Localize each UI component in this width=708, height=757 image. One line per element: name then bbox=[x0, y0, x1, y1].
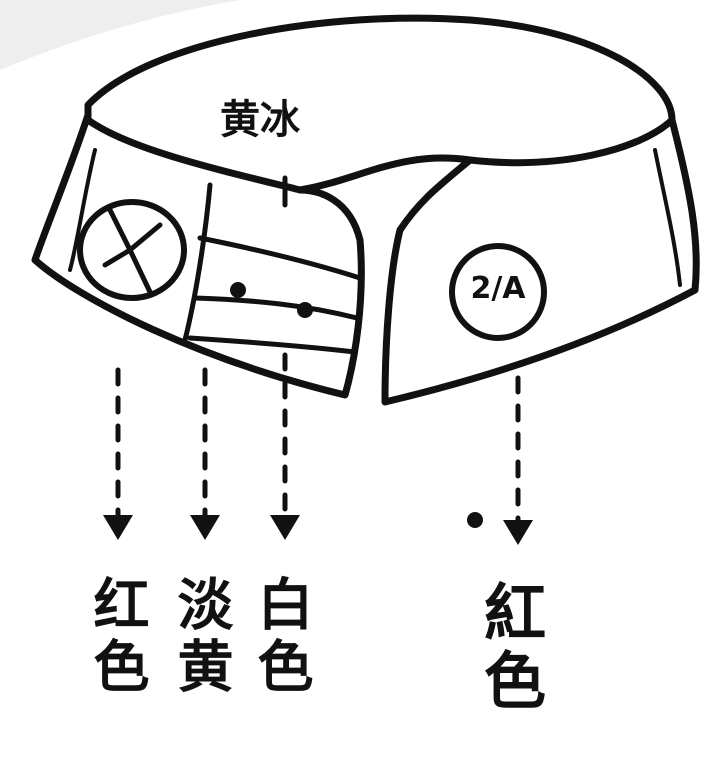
stripe-dot-1 bbox=[230, 282, 246, 298]
color-label-red: 红色 bbox=[84, 575, 149, 699]
badge-label: 2/A bbox=[470, 271, 526, 306]
color-label-white: 白色 bbox=[248, 575, 313, 699]
stripe-line-3 bbox=[187, 335, 358, 355]
arrowhead-2 bbox=[190, 515, 220, 540]
left-band-divider-2 bbox=[182, 182, 213, 343]
arrowhead-4 bbox=[503, 520, 533, 545]
stripe-line-2 bbox=[192, 295, 360, 321]
arrowhead-3 bbox=[270, 515, 300, 540]
stripe-line-1 bbox=[197, 235, 363, 281]
badge-circle bbox=[449, 243, 547, 341]
arrowhead-1 bbox=[103, 515, 133, 540]
stripe-dot-2 bbox=[297, 302, 313, 318]
color-label-pale-yellow: 淡黄 bbox=[168, 575, 233, 699]
top-label: 黄冰 bbox=[220, 97, 300, 143]
corner-shade bbox=[0, 0, 240, 70]
right-band-outline bbox=[381, 116, 700, 406]
left-band-divider-1 bbox=[68, 148, 97, 272]
color-label-red-right: 紅色 bbox=[473, 580, 546, 716]
left-band-outline bbox=[31, 111, 365, 399]
hat-top-outline bbox=[84, 14, 676, 194]
loose-dot bbox=[467, 512, 483, 528]
right-band-inner-line bbox=[653, 148, 682, 287]
clock-icon bbox=[77, 199, 187, 301]
